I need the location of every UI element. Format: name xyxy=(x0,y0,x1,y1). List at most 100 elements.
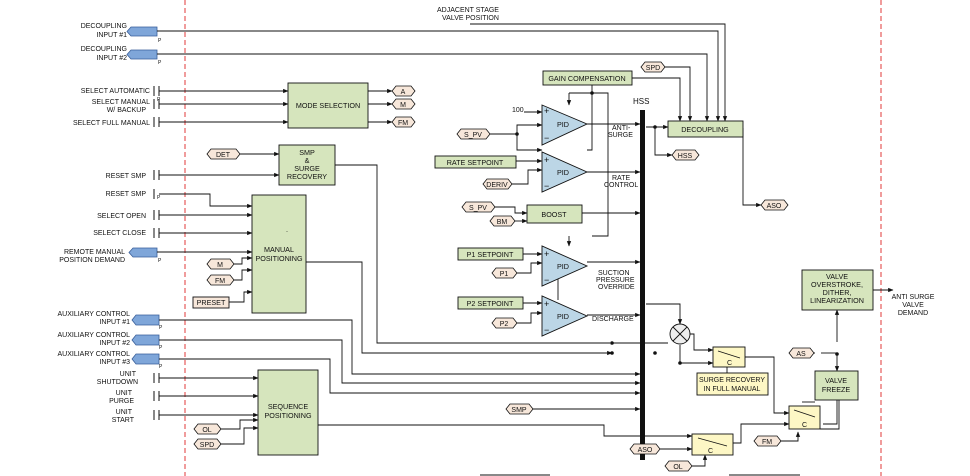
svg-text:P2: P2 xyxy=(500,321,509,328)
sequence-positioning-block: SEQUENCE POSITIONING xyxy=(257,369,319,456)
tag-bm: BM xyxy=(489,215,516,227)
pid-anti-surge: PID + − xyxy=(541,104,589,146)
tag-p1: P1 xyxy=(491,267,518,279)
svg-text:SELECT CLOSE: SELECT CLOSE xyxy=(93,230,146,237)
switch-freeze: C xyxy=(788,405,821,430)
svg-text:FM: FM xyxy=(398,120,408,127)
multiplier-node xyxy=(669,323,691,345)
svg-text:C: C xyxy=(727,360,732,367)
svg-text:RECOVERY: RECOVERY xyxy=(287,172,327,181)
svg-text:PURGE: PURGE xyxy=(109,398,134,405)
tag-ol: OL xyxy=(193,423,222,435)
input-aux-3: AUXILIARY CONTROL INPUT #3 P xyxy=(58,351,164,370)
pid-rate-control: PID + − xyxy=(541,151,589,193)
input-aux-1: AUXILIARY CONTROL INPUT #1 P xyxy=(58,311,164,331)
valve-freeze-block: VALVE FREEZE xyxy=(814,370,859,401)
input-unit-start: UNIT START xyxy=(112,409,160,424)
rate-setpoint-block: RATE SETPOINT xyxy=(434,155,517,169)
tag-fm-2: FM xyxy=(206,274,235,286)
constant-100: 100 xyxy=(512,107,524,114)
svg-text:DECOUPLING: DECOUPLING xyxy=(681,125,729,134)
svg-text:INPUT #1: INPUT #1 xyxy=(99,319,130,326)
svg-text:P: P xyxy=(158,60,162,66)
svg-text:−: − xyxy=(544,325,549,335)
adjacent-stage-label-2: VALVE POSITION xyxy=(442,15,499,22)
input-aux-2: AUXILIARY CONTROL INPUT #2 P xyxy=(58,332,164,351)
svg-text:AUXILIARY CONTROL: AUXILIARY CONTROL xyxy=(58,311,131,318)
svg-text:W/ BACKUP: W/ BACKUP xyxy=(107,107,147,114)
svg-text:LINEARIZATION: LINEARIZATION xyxy=(810,296,864,305)
output-label: ANTI SURGE xyxy=(892,294,935,301)
svg-text:&: & xyxy=(305,156,310,165)
input-unit-purge: UNIT PURGE xyxy=(109,390,160,405)
svg-text:BOOST: BOOST xyxy=(541,210,567,219)
svg-text:VALVE: VALVE xyxy=(825,376,847,385)
svg-text:OL: OL xyxy=(202,427,211,434)
svg-text:S_PV: S_PV xyxy=(464,132,482,139)
output-label-3: DEMAND xyxy=(898,310,928,317)
svg-text:+: + xyxy=(544,155,549,165)
suction-label: SUCTION xyxy=(598,270,630,277)
decoupling-block: DECOUPLING xyxy=(667,120,744,138)
svg-text:RESET SMP: RESET SMP xyxy=(106,191,147,198)
svg-text:P: P xyxy=(159,364,163,370)
svg-text:S_PV: S_PV xyxy=(469,205,487,212)
input-unit-shutdown: UNIT SHUTDOWN xyxy=(97,371,160,386)
svg-text:P: P xyxy=(159,345,163,351)
tag-smp: SMP xyxy=(505,403,534,415)
input-decoupling-2: DECOUPLING INPUT #2 P xyxy=(81,46,162,66)
svg-text:−: − xyxy=(544,275,549,285)
p1-setpoint-block: P1 SETPOINT xyxy=(457,247,524,261)
svg-text:AUXILIARY CONTROL: AUXILIARY CONTROL xyxy=(58,332,131,339)
svg-text:UNIT: UNIT xyxy=(116,390,133,397)
rate-control-label-2: CONTROL xyxy=(604,182,638,189)
svg-text:.: . xyxy=(286,225,288,234)
svg-text:P: P xyxy=(159,325,163,331)
svg-text:AUXILIARY CONTROL: AUXILIARY CONTROL xyxy=(58,351,131,358)
svg-text:RATE SETPOINT: RATE SETPOINT xyxy=(447,158,504,167)
tag-deriv: DERIV xyxy=(482,178,513,190)
tag-det: DET xyxy=(206,148,241,160)
tag-p2: P2 xyxy=(491,317,518,329)
tag-m: M xyxy=(391,98,416,110)
preset-block: PRESET xyxy=(192,296,230,309)
svg-text:P: P xyxy=(158,38,162,44)
input-select-open: SELECT OPEN xyxy=(97,210,160,220)
mode-selection-block: MODE SELECTION xyxy=(287,82,369,129)
hss-bar-label: HSS xyxy=(633,97,649,106)
override-label: OVERRIDE xyxy=(598,284,635,291)
input-select-close: SELECT CLOSE xyxy=(93,228,160,238)
input-select-manual-backup: SELECT MANUAL W/ BACKUP xyxy=(92,99,160,114)
tag-fm-3: FM xyxy=(753,435,782,447)
svg-text:−: − xyxy=(544,181,549,191)
tag-m-2: M xyxy=(206,258,235,270)
svg-text:+: + xyxy=(544,299,549,309)
tag-hss: HSS xyxy=(671,149,700,161)
svg-text:MODE SELECTION: MODE SELECTION xyxy=(296,101,360,110)
tag-as: AS xyxy=(788,347,815,359)
svg-text:PID: PID xyxy=(557,120,569,129)
rate-control-label: RATE xyxy=(612,175,630,182)
svg-text:C: C xyxy=(802,422,807,429)
boost-block: BOOST xyxy=(526,204,583,224)
svg-text:VALVE: VALVE xyxy=(826,272,848,281)
svg-text:P: P xyxy=(157,195,161,201)
svg-text:AS: AS xyxy=(796,351,806,358)
svg-text:DITHER,: DITHER, xyxy=(823,288,852,297)
tag-s-pv-2: S_PV xyxy=(461,201,496,213)
svg-text:REMOTE MANUAL: REMOTE MANUAL xyxy=(64,249,125,256)
svg-text:POSITIONING: POSITIONING xyxy=(264,411,312,420)
svg-text:UNIT: UNIT xyxy=(116,409,133,416)
svg-text:ASO: ASO xyxy=(638,447,653,454)
tag-spd: SPD xyxy=(640,61,666,73)
signal-wires xyxy=(157,23,894,467)
smp-surge-recovery-block: SMP & SURGE RECOVERY xyxy=(278,144,336,186)
svg-text:FM: FM xyxy=(215,278,225,285)
output-label-2: VALVE xyxy=(902,302,924,309)
svg-text:P: P xyxy=(158,258,162,264)
svg-text:UNIT: UNIT xyxy=(120,371,137,378)
svg-text:PID: PID xyxy=(557,168,569,177)
input-remote-manual: REMOTE MANUAL POSITION DEMAND P xyxy=(59,247,162,264)
svg-text:+: + xyxy=(544,249,549,259)
